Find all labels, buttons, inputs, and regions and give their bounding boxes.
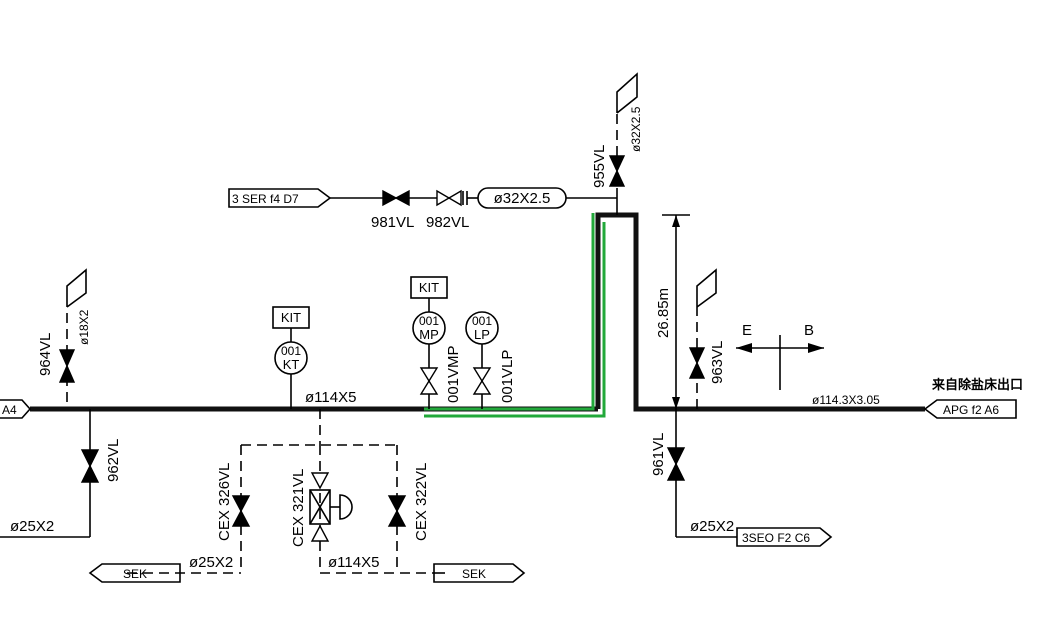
valve-964vl-top[interactable] <box>58 349 76 368</box>
top-branch: 3 SER f4 D7 981VL 982VL ø32X2.5 <box>228 187 618 231</box>
green-highlight <box>424 213 606 418</box>
label-right-main: ø114.3X3.05 <box>812 393 880 407</box>
outlet-apg: ø114.3X3.05 来自除盐床出口 APG f2 A6 <box>812 377 1023 419</box>
valve-001vlp-bottom[interactable] <box>472 379 492 395</box>
dimension-elevation: 26.85m <box>655 214 690 409</box>
label-drain-left: ø25X2 <box>10 518 54 535</box>
vent-963vl-flag-icon <box>696 268 717 308</box>
valve-001vmp-bottom[interactable] <box>419 379 439 395</box>
label-001vlp: 001VLP <box>499 350 516 403</box>
valve-963vl-bottom[interactable] <box>688 361 706 379</box>
valve-cex322-top[interactable] <box>387 495 407 513</box>
valve-981vl-left[interactable] <box>382 189 398 207</box>
label-962vl: 962VL <box>105 439 122 482</box>
label-outlet-cn: 来自除盐床出口 <box>931 377 1023 392</box>
label-964vl: 964VL <box>37 333 54 376</box>
label-main-pipe: ø114X5 <box>305 389 356 406</box>
instrument-kt: KIT 001 KT ø114X5 <box>272 306 356 409</box>
label-981vl: 981VL <box>371 214 414 231</box>
vent-955vl-flag-icon <box>616 72 638 114</box>
lp-number: 001 <box>472 314 492 328</box>
valve-cex326-bottom[interactable] <box>231 509 251 527</box>
connector-ser-label: 3 SER f4 D7 <box>232 192 299 206</box>
instrument-lp: 001 LP 001VLP <box>465 311 516 409</box>
connector-sek-right-label: SEK <box>462 567 486 581</box>
valve-963vl-top[interactable] <box>688 347 706 365</box>
valve-982vl-left[interactable] <box>436 189 451 207</box>
valve-981vl-right[interactable] <box>394 189 410 207</box>
label-drain-sek: ø25X2 <box>189 554 233 571</box>
label-963vl: 963VL <box>709 341 726 384</box>
mp-number: 001 <box>419 314 439 328</box>
label-branch-32: ø32X2.5 <box>494 190 551 207</box>
actuator-icon <box>339 494 353 520</box>
connector-a4-label: A4 <box>2 403 17 417</box>
kt-code: KT <box>283 357 300 372</box>
label-vent-18: ø18X2 <box>77 309 91 345</box>
label-961vl: 961VL <box>650 433 667 476</box>
riser-loop <box>595 212 925 412</box>
connector-sek-left-label: SEK <box>123 567 147 581</box>
valve-962vl-bottom[interactable] <box>80 464 100 483</box>
lp-code: LP <box>474 327 490 342</box>
instrument-mp: KIT 001 MP 001VMP <box>410 276 462 409</box>
vent-955vl: ø32X2.5 955VL <box>591 72 643 198</box>
connector-seo[interactable] <box>736 527 833 547</box>
label-cex326: CEX 326VL <box>216 463 233 541</box>
valve-cex321-top[interactable] <box>310 472 330 490</box>
cex-bypass: CEX 326VL CEX 322VL CEX 321VL ø114X5 ø25… <box>127 409 445 574</box>
arrow-right-icon <box>808 343 824 353</box>
connector-ser[interactable] <box>228 188 332 208</box>
arrow-left-icon <box>736 343 752 353</box>
valve-955vl-bottom[interactable] <box>608 169 626 187</box>
valve-961vl-bottom[interactable] <box>666 462 686 481</box>
label-bypass-114: ø114X5 <box>328 554 379 571</box>
axis-marker: E B <box>736 322 824 390</box>
label-cex322: CEX 322VL <box>413 463 430 541</box>
vent-964vl: ø18X2 964VL <box>37 268 91 402</box>
vent-963vl: 963VL <box>688 268 726 409</box>
label-vent-32: ø32X2.5 <box>629 106 643 152</box>
label-001vmp: 001VMP <box>445 345 462 403</box>
valve-962vl-top[interactable] <box>80 449 100 468</box>
valve-cex326-top[interactable] <box>231 495 251 513</box>
valve-001vmp-top[interactable] <box>419 367 439 383</box>
label-955vl: 955VL <box>591 145 608 188</box>
kt-number: 001 <box>281 344 301 358</box>
valve-961vl-top[interactable] <box>666 447 686 466</box>
label-elevation: 26.85m <box>655 288 672 338</box>
connector-seo-label: 3SEO F2 C6 <box>742 531 810 545</box>
valve-cex321-bottom[interactable] <box>310 524 330 542</box>
label-cex321: CEX 321VL <box>290 469 307 547</box>
drain-962vl: 962VL ø25X2 <box>0 409 122 538</box>
connector-sek-right[interactable]: SEK <box>433 563 526 583</box>
connector-apg-label: APG f2 A6 <box>943 403 999 417</box>
label-982vl: 982VL <box>426 214 469 231</box>
connector-apg[interactable] <box>923 399 1017 419</box>
label-drain-961: ø25X2 <box>690 518 734 535</box>
valve-964vl-bottom[interactable] <box>58 364 76 383</box>
drain-961vl: 961VL ø25X2 3SEO F2 C6 <box>650 409 833 547</box>
vent-964vl-flag-icon <box>66 268 87 308</box>
label-axis-e: E <box>742 322 752 339</box>
label-axis-b: B <box>804 322 814 339</box>
kit-mp-label: KIT <box>419 280 439 295</box>
valve-cex322-bottom[interactable] <box>387 509 407 527</box>
valve-955vl-top[interactable] <box>608 155 626 173</box>
connector-a4[interactable]: A4 <box>0 399 32 419</box>
valve-001vlp-top[interactable] <box>472 367 492 383</box>
valve-982vl-right[interactable] <box>447 189 462 207</box>
kit-kt-label: KIT <box>281 310 301 325</box>
connector-sek-left[interactable]: SEK <box>88 563 181 583</box>
mp-code: MP <box>419 327 439 342</box>
